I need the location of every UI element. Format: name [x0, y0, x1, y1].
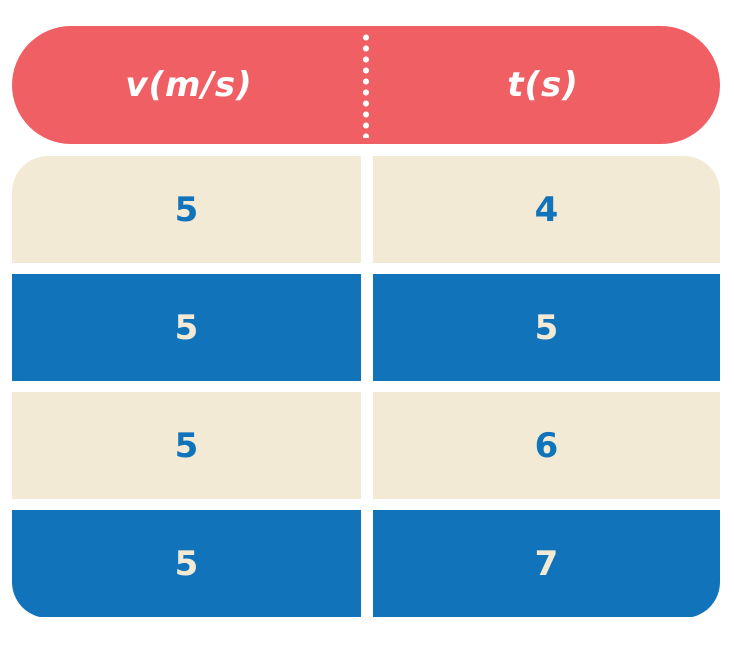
cell-velocity: 5: [12, 156, 361, 263]
header-time: t(s): [507, 65, 579, 105]
cell-velocity: 5: [12, 392, 361, 499]
cell-time: 7: [373, 510, 720, 617]
cell-velocity: 5: [12, 510, 361, 617]
cell-time: 4: [373, 156, 720, 263]
header-velocity: v(m/s): [125, 65, 253, 105]
cell-time: 6: [373, 392, 720, 499]
table-header: v(m/s) t(s): [12, 26, 720, 144]
cell-time: 5: [373, 274, 720, 381]
header-divider: [363, 32, 369, 138]
cell-velocity: 5: [12, 274, 361, 381]
